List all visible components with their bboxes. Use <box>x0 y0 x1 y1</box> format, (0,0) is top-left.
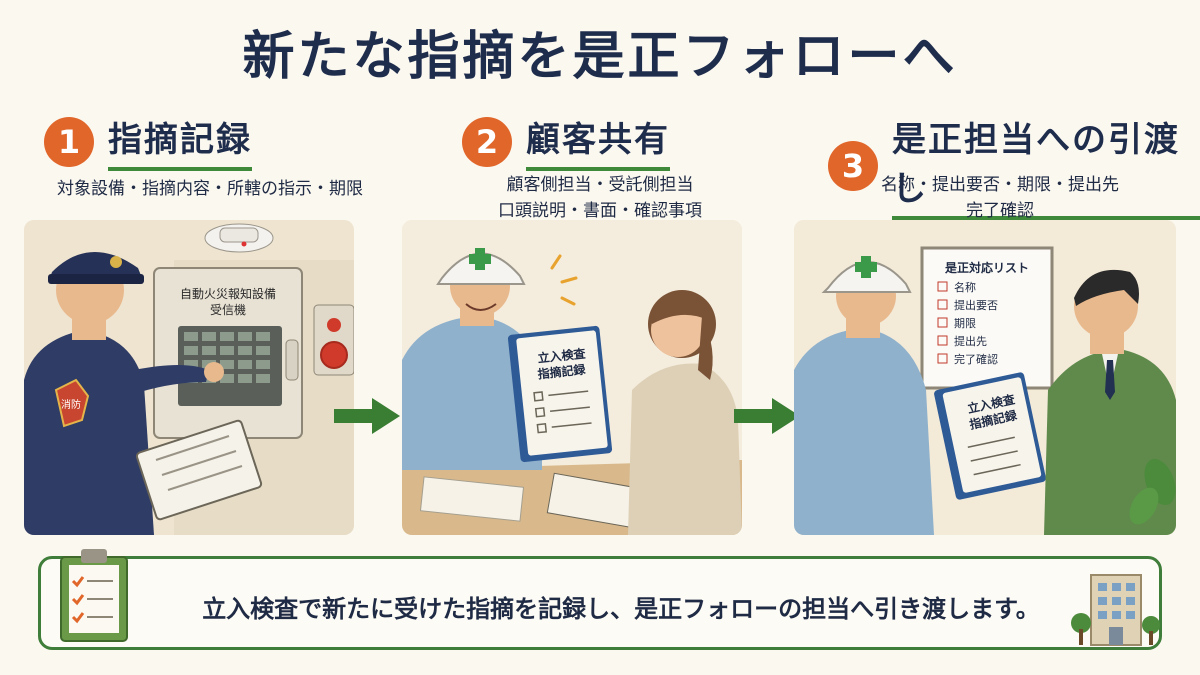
step-number-badge: 1 <box>44 116 94 167</box>
corrective-action-board: 是正対応リスト 名称 提出要否 期限 提出先 完了確認 <box>920 246 1054 390</box>
summary-box: 立入検査で新たに受けた指摘を記録し、是正フォローの担当へ引き渡します。 <box>38 549 1162 650</box>
step-2-header: 2 顧客共有 <box>462 112 670 171</box>
panel-label-line2: 受信機 <box>210 302 246 317</box>
safety-cross-icon <box>855 256 877 278</box>
step-description-line: 顧客側担当・受託側担当 <box>506 175 694 195</box>
board-item: 期限 <box>954 317 976 330</box>
step-number-badge: 3 <box>828 141 878 191</box>
board-item: 提出先 <box>954 334 987 348</box>
inspection-binder: 立入検査 指摘記録 <box>934 372 1046 500</box>
summary-text: 立入検査で新たに受けた指摘を記録し、是正フォローの担当へ引き渡します。 <box>202 595 1040 623</box>
step-1-header: 1 指摘記録 <box>44 112 252 171</box>
clipboard-checklist-icon <box>60 549 128 642</box>
step-number-badge: 2 <box>462 116 512 167</box>
step-description-line: 対象設備・指摘内容・所轄の指示・期限 <box>57 179 363 199</box>
customer-woman-figure <box>628 290 742 535</box>
contractor-worker-figure <box>794 256 934 535</box>
arrow-right-icon <box>334 398 400 434</box>
officer-badge-text: 消防 <box>61 398 81 411</box>
scene-customer-sharing: 立入検査 指摘記録 <box>402 220 742 535</box>
safety-cross-icon <box>469 248 491 270</box>
client-representative-figure <box>1044 269 1176 535</box>
step-title: 顧客共有 <box>526 112 670 171</box>
step-description-line: 名称・提出要否・期限・提出先 <box>881 175 1119 195</box>
arrow-right-icon <box>734 398 800 434</box>
binder-title-line2: 指摘記録 <box>537 361 587 381</box>
binder-title-line1: 立入検査 <box>537 345 587 365</box>
step-1-description: 対象設備・指摘内容・所轄の指示・期限 <box>30 176 390 202</box>
step-title: 是正担当への引渡し <box>892 112 1200 220</box>
scene-fire-officer-inspection: 自動火災報知設備 受信機 消防 <box>24 220 354 535</box>
step-3-header: 3 是正担当への引渡し <box>828 112 1200 220</box>
excitement-marks-icon <box>550 254 578 306</box>
clipboard-icon <box>135 419 263 521</box>
scene-handover: 是正対応リスト 名称 提出要否 期限 提出先 完了確認 <box>794 220 1176 535</box>
contractor-worker-figure <box>402 248 542 535</box>
inspection-binder: 立入検査 指摘記録 <box>507 325 613 463</box>
board-title: 是正対応リスト <box>944 260 1029 275</box>
board-item: 完了確認 <box>954 352 998 366</box>
fire-alarm-panel: 自動火災報知設備 受信機 <box>153 267 303 439</box>
step-title: 指摘記録 <box>108 112 252 171</box>
step-description-line: 口頭説明・書面・確認事項 <box>498 201 702 221</box>
step-description-line: 完了確認 <box>966 201 1034 221</box>
board-item: 名称 <box>954 280 976 294</box>
building-icon <box>1071 574 1160 646</box>
board-item: 提出要否 <box>954 298 998 312</box>
alarm-bell-icon <box>313 304 354 376</box>
page-title: 新たな指摘を是正フォローへ <box>242 27 958 87</box>
step-2-description: 顧客側担当・受託側担当 口頭説明・書面・確認事項 <box>420 172 780 224</box>
panel-label-line1: 自動火災報知設備 <box>180 286 276 301</box>
fire-officer-figure: 消防 <box>24 251 263 535</box>
step-3-description: 名称・提出要否・期限・提出先 完了確認 <box>820 172 1180 224</box>
smoke-detector-icon <box>204 223 274 253</box>
plant-icon <box>1129 458 1176 525</box>
